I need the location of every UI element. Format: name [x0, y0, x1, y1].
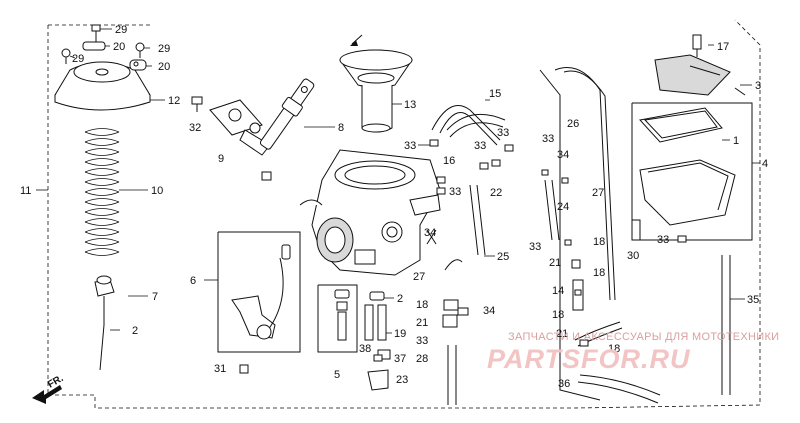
- callout-8: 8: [338, 122, 344, 134]
- callout-27b: 27: [413, 271, 425, 283]
- callout-33h: 33: [416, 335, 428, 347]
- callout-33c: 33: [497, 127, 509, 139]
- float-bowl-group: [631, 34, 753, 395]
- carburetor-body: [299, 149, 441, 276]
- callout-21c: 21: [556, 328, 568, 340]
- callout-20a: 20: [113, 41, 125, 53]
- callout-33d: 33: [449, 186, 461, 198]
- callout-2a: 2: [132, 325, 138, 337]
- vacuum-piston: [339, 34, 413, 133]
- callout-27a: 27: [592, 187, 604, 199]
- callout-4: 4: [762, 158, 768, 170]
- callout-18b: 18: [593, 267, 605, 279]
- callout-35: 35: [747, 294, 759, 306]
- callout-12: 12: [168, 95, 180, 107]
- leader-lines: [36, 28, 760, 334]
- callout-5: 5: [334, 369, 340, 381]
- callout-28: 28: [416, 353, 428, 365]
- callout-6: 6: [190, 275, 196, 287]
- callout-34a: 34: [557, 149, 569, 161]
- callout-25: 25: [497, 251, 509, 263]
- callout-15: 15: [489, 88, 501, 100]
- callout-18c: 18: [552, 309, 564, 321]
- callout-29c: 29: [72, 53, 84, 65]
- callout-38: 38: [359, 343, 371, 355]
- callout-9: 9: [218, 153, 224, 165]
- jet-group: [317, 284, 391, 391]
- callout-34c: 34: [483, 305, 495, 317]
- callout-21a: 21: [549, 257, 561, 269]
- callout-26: 26: [567, 118, 579, 130]
- throttle-bracket-group: [217, 231, 301, 353]
- callout-37: 37: [394, 353, 406, 365]
- callout-2b: 2: [397, 293, 403, 305]
- callout-23: 23: [396, 374, 408, 386]
- callout-1: 1: [733, 135, 739, 147]
- callout-13: 13: [404, 99, 416, 111]
- callout-33g: 33: [657, 234, 669, 246]
- callout-29b: 29: [158, 43, 170, 55]
- vent-hoses: [431, 105, 506, 405]
- callout-11: 11: [20, 185, 31, 197]
- callout-34b: 34: [424, 227, 436, 239]
- callout-33b: 33: [474, 140, 486, 152]
- callout-33f: 33: [529, 241, 541, 253]
- callout-14: 14: [552, 285, 564, 297]
- callout-7: 7: [152, 291, 158, 303]
- callout-31: 31: [214, 363, 226, 375]
- callout-21b: 21: [416, 317, 428, 329]
- callout-24: 24: [557, 201, 569, 213]
- front-direction-arrow: [32, 385, 62, 404]
- callout-29a: 29: [115, 24, 127, 36]
- callout-30: 30: [627, 250, 639, 262]
- watermark: ЗАПЧАСТИ И АКСЕССУАРЫ ДЛЯ МОТОТЕХНИКИ PA…: [487, 331, 779, 374]
- callout-18d: 18: [416, 299, 428, 311]
- callout-36: 36: [558, 378, 570, 390]
- watermark-logo: PARTSFOR.RU: [487, 344, 691, 374]
- callout-22: 22: [490, 187, 502, 199]
- callout-3: 3: [755, 80, 761, 92]
- callout-17: 17: [717, 41, 729, 53]
- callout-33e: 33: [542, 133, 554, 145]
- callout-16: 16: [443, 155, 455, 167]
- callout-19: 19: [394, 328, 406, 340]
- fasteners: [239, 139, 687, 374]
- callout-18e: 18: [608, 343, 620, 355]
- callout-labels: 29 20 29 29 20 12 13 32 9 8 11 10 15 33 …: [20, 24, 768, 390]
- front-direction-label: FR.: [46, 373, 66, 391]
- callout-33a: 33: [404, 140, 416, 152]
- callout-10: 10: [151, 185, 163, 197]
- fuel-valve-group: [191, 78, 315, 181]
- callout-32: 32: [189, 122, 201, 134]
- watermark-tagline: ЗАПЧАСТИ И АКСЕССУАРЫ ДЛЯ МОТОТЕХНИКИ: [508, 331, 779, 343]
- callout-18a: 18: [593, 236, 605, 248]
- callout-20b: 20: [158, 61, 170, 73]
- vacuum-chamber-group: [54, 24, 151, 371]
